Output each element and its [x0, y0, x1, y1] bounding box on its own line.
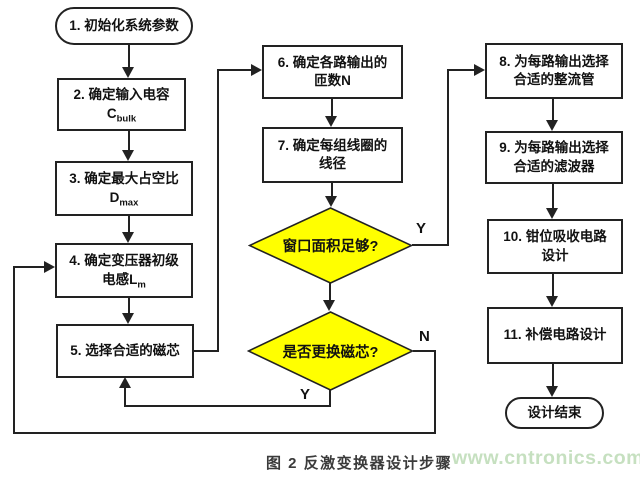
- node-step2-formula: Cbulk: [106, 105, 137, 125]
- node-step11-label: 11. 补偿电路设计: [503, 327, 607, 343]
- edge-5-6-seg2: [217, 69, 219, 352]
- edge-label-d2-no: N: [419, 328, 430, 345]
- node-step3-max-duty: 3. 确定最大占空比 Dmax: [55, 161, 193, 216]
- node-step6-line2: 匝数N: [314, 73, 351, 88]
- edge-3-4-arrowhead-icon: [122, 232, 134, 243]
- edge-d1-8-arrowhead-icon: [474, 64, 485, 76]
- edge-9-10-line: [552, 182, 554, 210]
- edge-d2-4-seg2: [434, 350, 436, 434]
- edge-d2-5-seg1: [329, 389, 331, 407]
- edge-label-d2-yes: Y: [300, 386, 311, 403]
- node-step4-line1: 4. 确定变压器初级: [69, 253, 179, 269]
- edge-d1-8-seg3: [447, 69, 476, 71]
- edge-8-9-arrowhead-icon: [546, 120, 558, 131]
- node-step3-line1: 3. 确定最大占空比: [69, 171, 179, 187]
- edge-d2-5-arrowhead-icon: [119, 377, 131, 388]
- figure-caption: 图 2 反激变换器设计步骤: [266, 455, 453, 472]
- edge-d1-d2-arrowhead-icon: [323, 300, 335, 311]
- node-step9-filter: 9. 为每路输出选择 合适的滤波器: [485, 131, 623, 184]
- node-step3-formula: Dmax: [109, 189, 139, 209]
- node-step6-turns: 6. 确定各路输出的 匝数N: [262, 45, 403, 99]
- node-step8-line2: 合适的整流管: [513, 72, 595, 87]
- edge-d2-4-arrowhead-icon: [44, 261, 55, 273]
- node-step7-line1: 7. 确定每组线圈的: [277, 137, 388, 153]
- edge-d2-4-seg1: [413, 350, 436, 352]
- node-end: 设计结束: [505, 397, 604, 429]
- edge-4-5-arrowhead-icon: [122, 313, 134, 324]
- node-step7-line2: 线径: [319, 156, 346, 171]
- decision-window-area: 窗口面积足够?: [248, 207, 413, 284]
- edge-10-11-arrowhead-icon: [546, 296, 558, 307]
- edge-4-5-line: [128, 296, 130, 315]
- edge-1-2-arrowhead-icon: [122, 67, 134, 78]
- node-step4-primary-inductance: 4. 确定变压器初级 电感Lm: [55, 243, 193, 298]
- node-step10-clamp-snubber: 10. 钳位吸收电路 设计: [487, 219, 623, 274]
- node-step11-compensation: 11. 补偿电路设计: [487, 307, 623, 364]
- node-step5-label: 5. 选择合适的磁芯: [70, 342, 180, 358]
- edge-d1-8-seg2: [447, 69, 449, 246]
- node-step6-line1: 6. 确定各路输出的: [277, 54, 388, 70]
- node-step4-formula: 电感Lm: [102, 271, 146, 291]
- edge-11-end-arrowhead-icon: [546, 386, 558, 397]
- decision-change-core-label: 是否更换磁芯?: [282, 344, 379, 361]
- node-end-label: 设计结束: [527, 404, 582, 420]
- node-step10-line2: 设计: [541, 247, 569, 263]
- watermark-text: www.cntronics.com: [452, 447, 640, 469]
- decision-change-core: 是否更换磁芯?: [247, 311, 414, 391]
- edge-d1-d2-line: [329, 282, 331, 302]
- edge-d2-4-seg3: [13, 432, 436, 434]
- node-step2-input-capacitor: 2. 确定输入电容 Cbulk: [57, 78, 186, 131]
- edge-5-6-seg1: [193, 350, 219, 352]
- edge-5-6-arrowhead-icon: [251, 64, 262, 76]
- node-step9-line2: 合适的滤波器: [513, 158, 595, 174]
- edge-9-10-arrowhead-icon: [546, 208, 558, 219]
- decision-window-area-label: 窗口面积足够?: [282, 239, 379, 255]
- edge-1-2-line: [128, 44, 130, 69]
- node-step5-select-core: 5. 选择合适的磁芯: [56, 324, 194, 378]
- node-step10-line1: 10. 钳位吸收电路: [503, 229, 607, 245]
- node-step8-line1: 8. 为每路输出选择: [499, 53, 609, 69]
- edge-5-6-seg3: [217, 69, 253, 71]
- node-step2-line1: 2. 确定输入电容: [73, 87, 170, 103]
- node-step8-rectifier: 8. 为每路输出选择 合适的整流管: [485, 43, 623, 99]
- edge-d2-5-seg3: [124, 387, 126, 407]
- edge-d2-4-seg4: [13, 266, 15, 434]
- node-step7-wire-diameter: 7. 确定每组线圈的 线径: [262, 127, 403, 183]
- edge-6-7-line: [331, 97, 333, 118]
- edge-d2-5-seg2: [124, 405, 331, 407]
- edge-7-d1-line: [331, 181, 333, 198]
- edge-d2-4-seg5: [13, 266, 47, 268]
- edge-10-11-line: [552, 272, 554, 298]
- node-step9-line1: 9. 为每路输出选择: [499, 140, 609, 156]
- edge-3-4-line: [128, 214, 130, 234]
- node-start: 1. 初始化系统参数: [55, 7, 193, 45]
- edge-11-end-line: [552, 362, 554, 388]
- edge-6-7-arrowhead-icon: [325, 116, 337, 127]
- edge-d1-8-seg1: [412, 244, 449, 246]
- edge-2-3-arrowhead-icon: [122, 150, 134, 161]
- edge-2-3-line: [128, 130, 130, 152]
- edge-7-d1-arrowhead-icon: [325, 196, 337, 207]
- edge-8-9-line: [552, 97, 554, 122]
- node-start-label: 1. 初始化系统参数: [69, 17, 179, 33]
- edge-label-d1-yes: Y: [416, 220, 427, 237]
